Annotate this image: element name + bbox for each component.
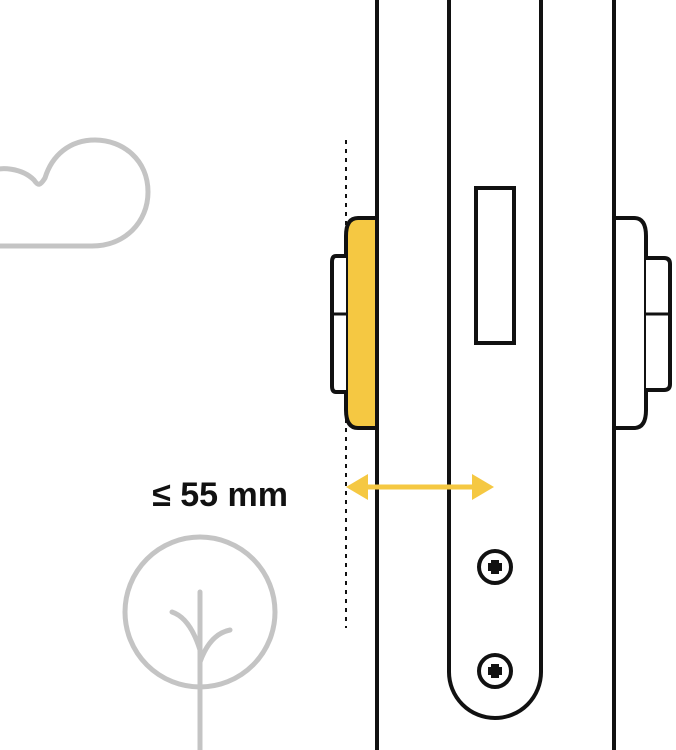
inner-knob <box>612 216 672 430</box>
screw-head-icon <box>477 549 513 585</box>
cylinder-slot <box>474 186 516 345</box>
screw-head-icon <box>477 653 513 689</box>
outer-knob-back <box>330 254 346 394</box>
outer-knob <box>330 216 379 430</box>
outer-knob-body <box>344 216 379 430</box>
inner-knob-body <box>612 216 648 430</box>
double-arrow-icon <box>346 474 494 500</box>
measurement-label: ≤ 55 mm <box>152 476 288 514</box>
cloud-icon <box>0 137 151 249</box>
inner-knob-back <box>646 256 672 392</box>
lock-faceplate <box>447 0 543 720</box>
tree-icon <box>122 534 278 750</box>
